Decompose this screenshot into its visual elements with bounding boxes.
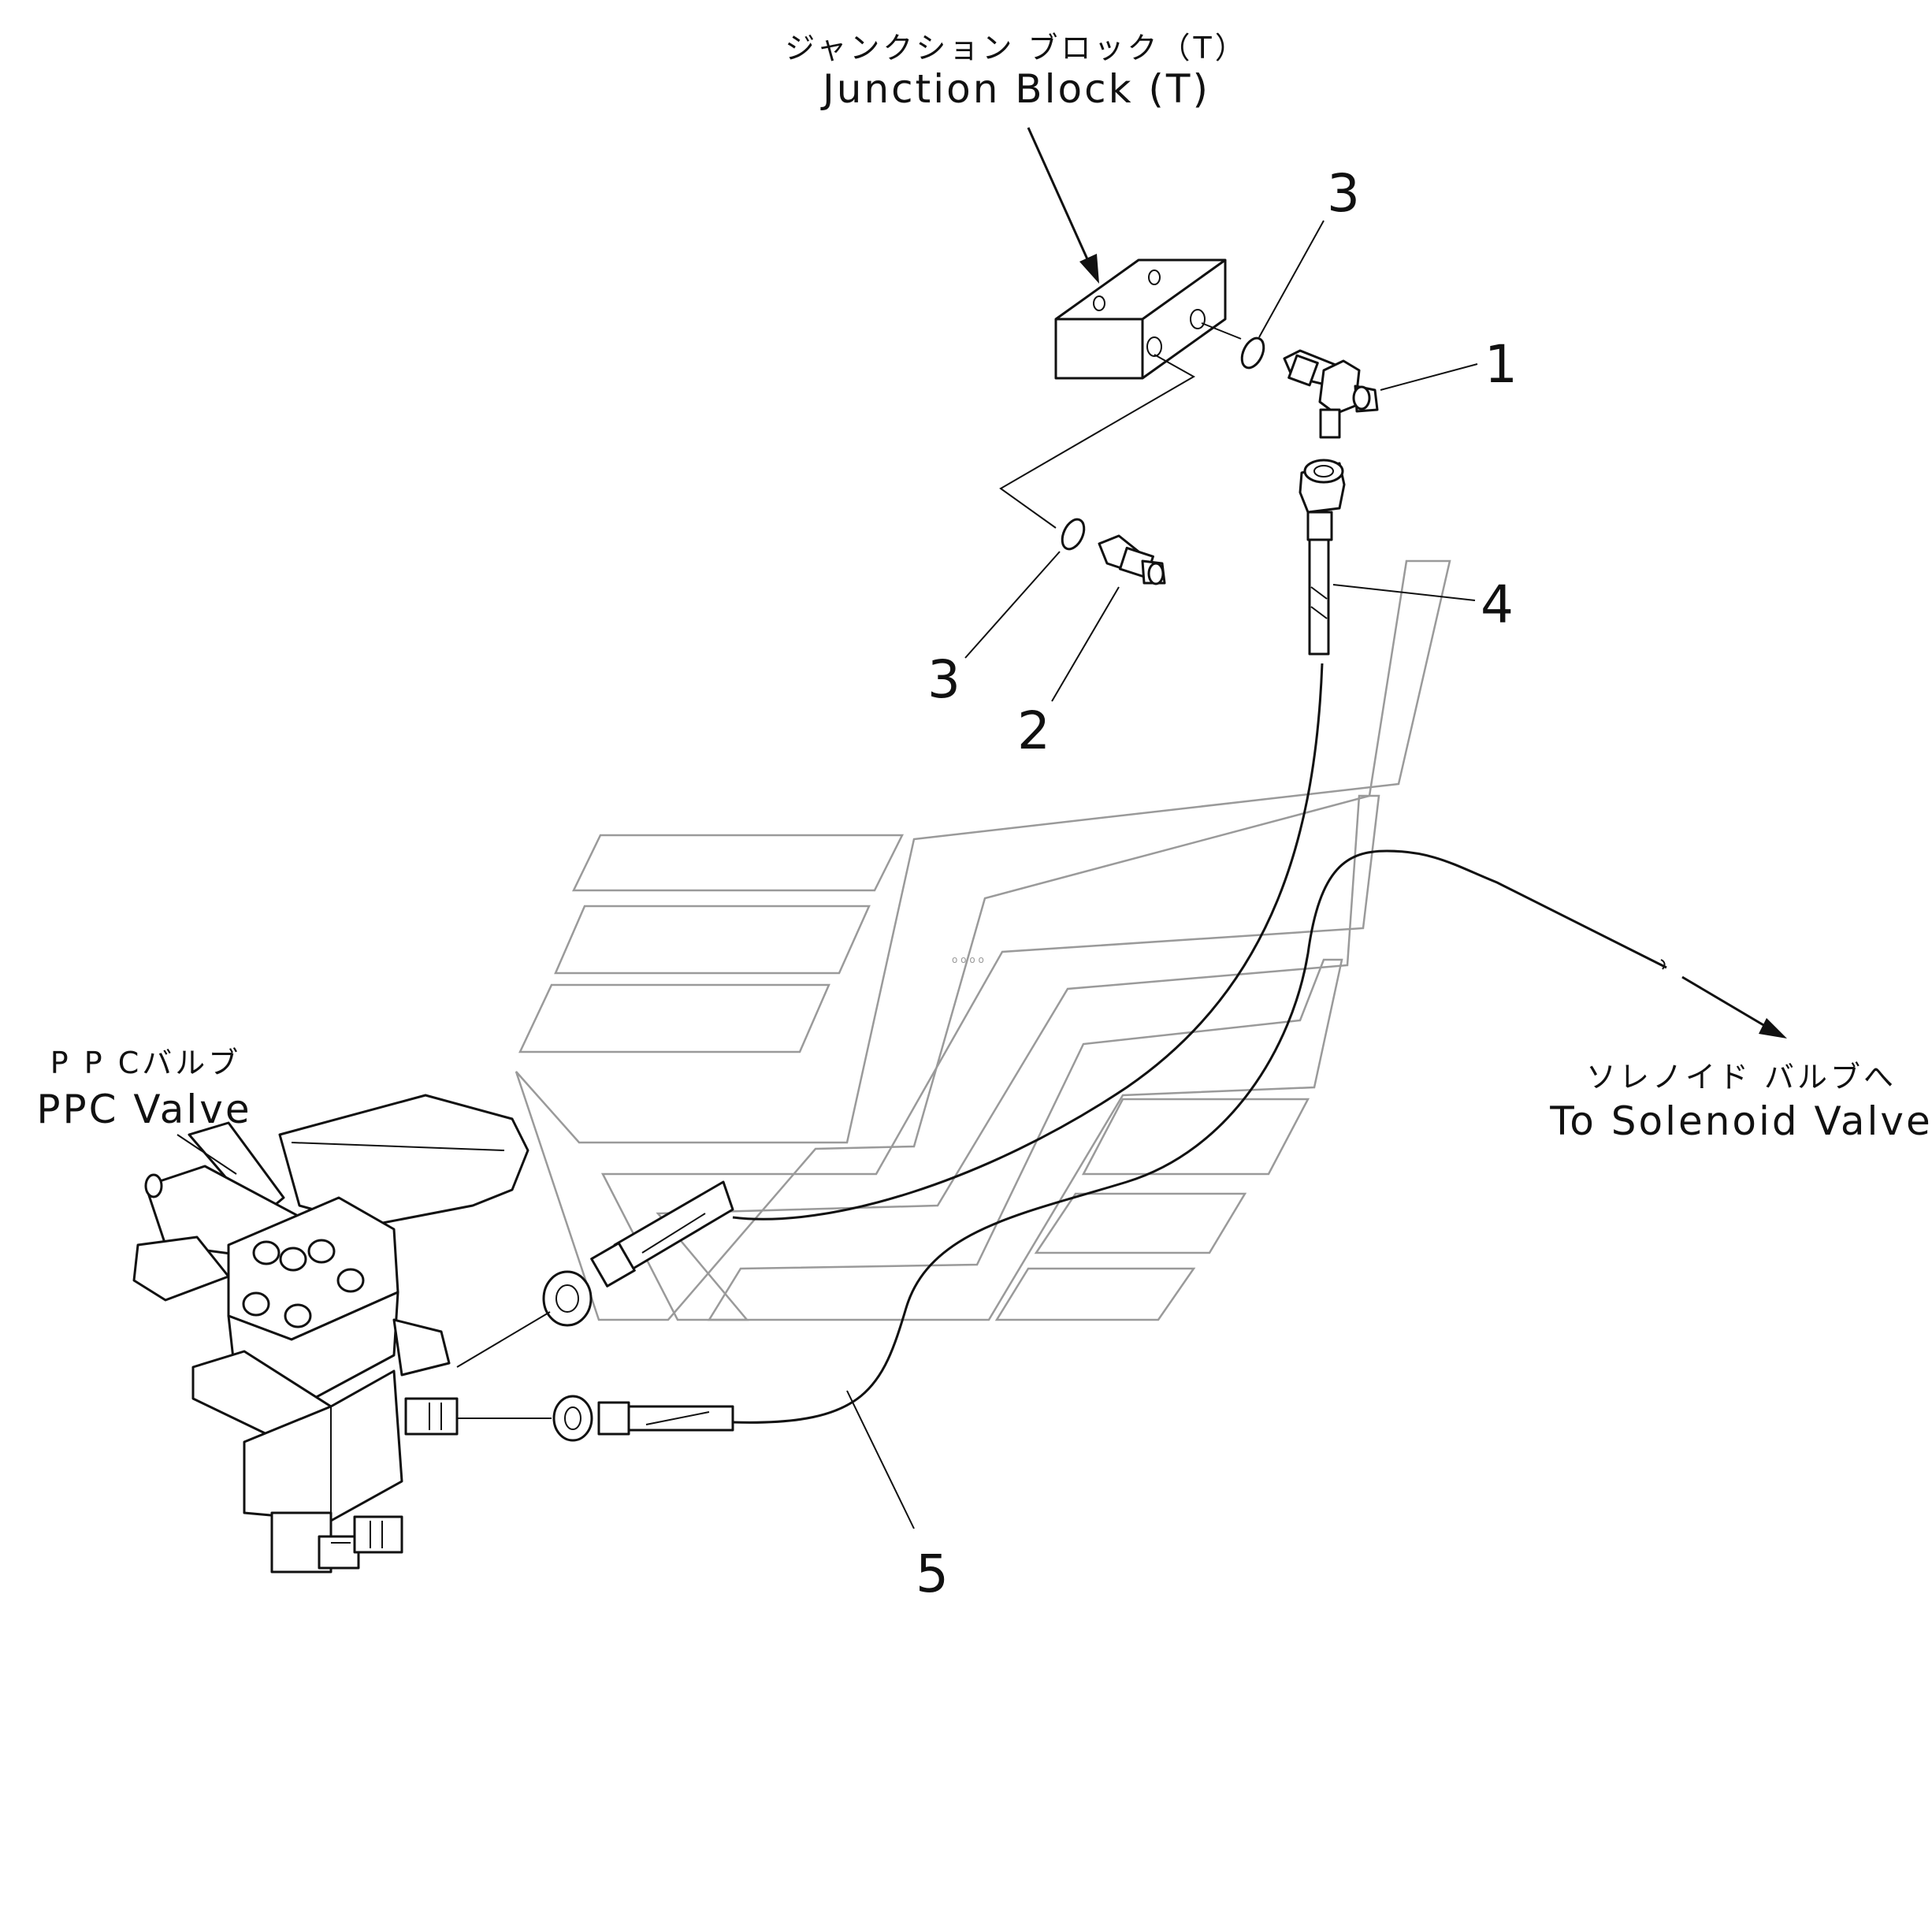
watermark-bar-1: [572, 834, 905, 892]
watermark-small-text: o o o o: [952, 954, 984, 965]
leader-5: [846, 1390, 915, 1529]
elbow-fitting: [1283, 349, 1379, 439]
ppc-valve-leader: [176, 1134, 237, 1175]
ppc-valve: [132, 1094, 529, 1574]
solenoid-label-en: To Solenoid Valve: [1549, 1098, 1932, 1144]
watermark-logo: o o o o: [515, 559, 1451, 1321]
hose-line-5: [732, 849, 1667, 1424]
junction-block-arrow: [1027, 127, 1099, 284]
hose-end-lower: [552, 1395, 734, 1442]
hose-4: [1299, 459, 1346, 656]
block-guide-line-lower: [999, 354, 1196, 529]
leader-4: [1332, 584, 1476, 601]
watermark-bar-4: [1081, 1098, 1310, 1176]
callout-5: 5: [916, 1544, 949, 1604]
guide-line-upper-port: [456, 1311, 551, 1368]
junction-block-label-jp: ジャンクション ブロック（T）: [785, 31, 1247, 65]
junction-block-label-en: Junction Block (T): [820, 66, 1210, 112]
hose-end-upper: [542, 1180, 734, 1327]
straight-adapter: [1098, 534, 1166, 585]
watermark-chevron-middle: [600, 794, 1380, 1321]
hose-line-long: [732, 663, 1324, 1221]
callout-3-bottom: 3: [927, 649, 960, 710]
callout-3-top: 3: [1327, 163, 1360, 224]
leader-1: [1380, 363, 1478, 391]
leader-3-top: [1258, 220, 1325, 338]
watermark-bar-3: [518, 983, 830, 1053]
solenoid-label-jp: ソレノイド バルブへ: [1586, 1060, 1897, 1094]
o-ring-lower: [1061, 518, 1086, 551]
watermark-chevron-inner: [707, 958, 1343, 1321]
block-guide-line-upper: [1201, 322, 1242, 340]
solenoid-arrow: [1681, 975, 1787, 1039]
hose-break-mark: [1660, 959, 1666, 970]
leader-3-bottom: [964, 551, 1061, 659]
callout-1: 1: [1484, 334, 1518, 395]
watermark-bar-6: [994, 1267, 1196, 1321]
ppc-valve-label-jp: P P Cバルブ: [50, 1046, 242, 1080]
watermark-bar-5: [1034, 1192, 1247, 1254]
junction-block: [1054, 258, 1227, 380]
callout-2: 2: [1017, 700, 1050, 761]
callout-4: 4: [1481, 574, 1514, 635]
watermark-bar-2: [554, 905, 871, 975]
leader-2: [1051, 586, 1120, 702]
o-ring-upper: [1240, 336, 1265, 370]
ppc-valve-label-en: PPC Valve: [36, 1087, 251, 1132]
